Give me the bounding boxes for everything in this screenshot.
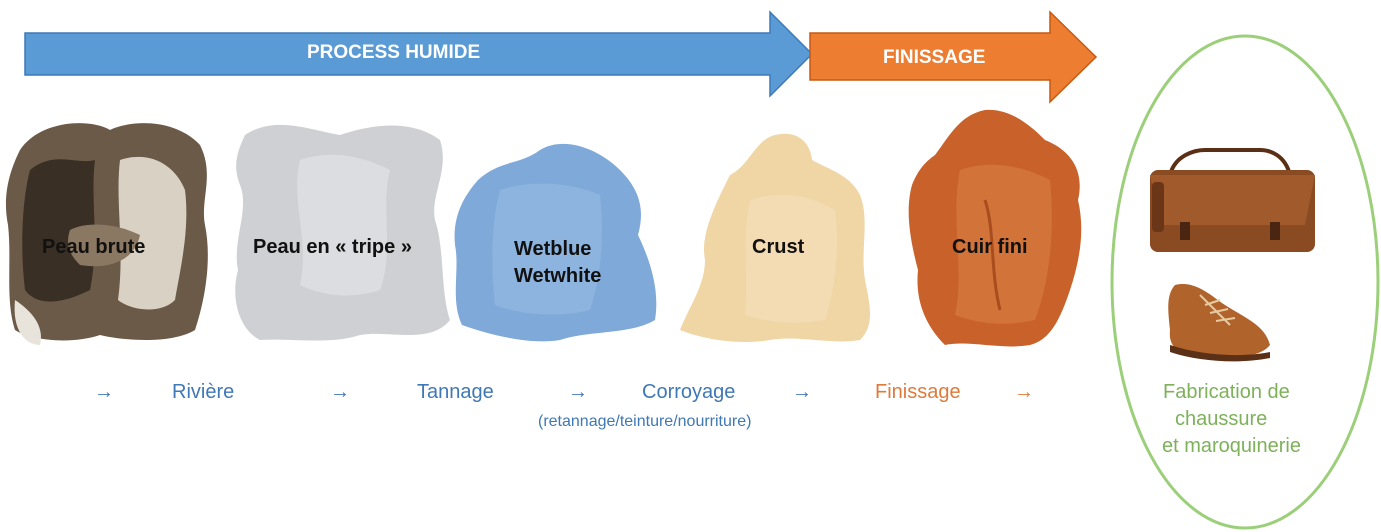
step-arrow-2: → [330,381,350,403]
step-arrow-3: → [568,381,588,403]
hide-wetblue-image [454,143,657,342]
step-corroyage-detail: (retannage/teinture/nourriture) [538,413,752,430]
hide-label-cuir-fini: Cuir fini [952,236,1028,258]
leather-bag-icon [1150,148,1315,252]
hide-label-peau-brute: Peau brute [42,236,146,258]
process-humide-banner-arrow [24,10,814,98]
step-finissage: Finissage [875,381,961,403]
process-humide-label: PROCESS HUMIDE [307,42,481,63]
step-riviere: Rivière [172,381,235,403]
step-arrow-4: → [792,381,812,403]
step-tannage: Tannage [417,381,494,403]
hide-label-wetblue: Wetblue Wetwhite [514,238,602,287]
hide-peau-brute-image [5,123,208,345]
finissage-banner-arrow [809,10,1098,104]
step-corroyage: Corroyage [642,381,736,403]
hide-cuir-fini-image [908,109,1082,347]
product-label-line2: chaussure [1175,408,1268,430]
hide-tripe-image [235,124,450,341]
product-label-line3: et maroquinerie [1162,435,1301,457]
finissage-banner-label: FINISSAGE [883,47,986,68]
leather-shoe-icon [1168,284,1270,362]
hide-label-crust: Crust [752,236,805,258]
hide-label-tripe: Peau en « tripe » [253,236,412,258]
step-arrow-1: → [94,381,114,403]
step-arrow-5: → [1014,381,1034,403]
product-label-line1: Fabrication de [1163,381,1290,403]
hide-crust-image [680,133,870,342]
